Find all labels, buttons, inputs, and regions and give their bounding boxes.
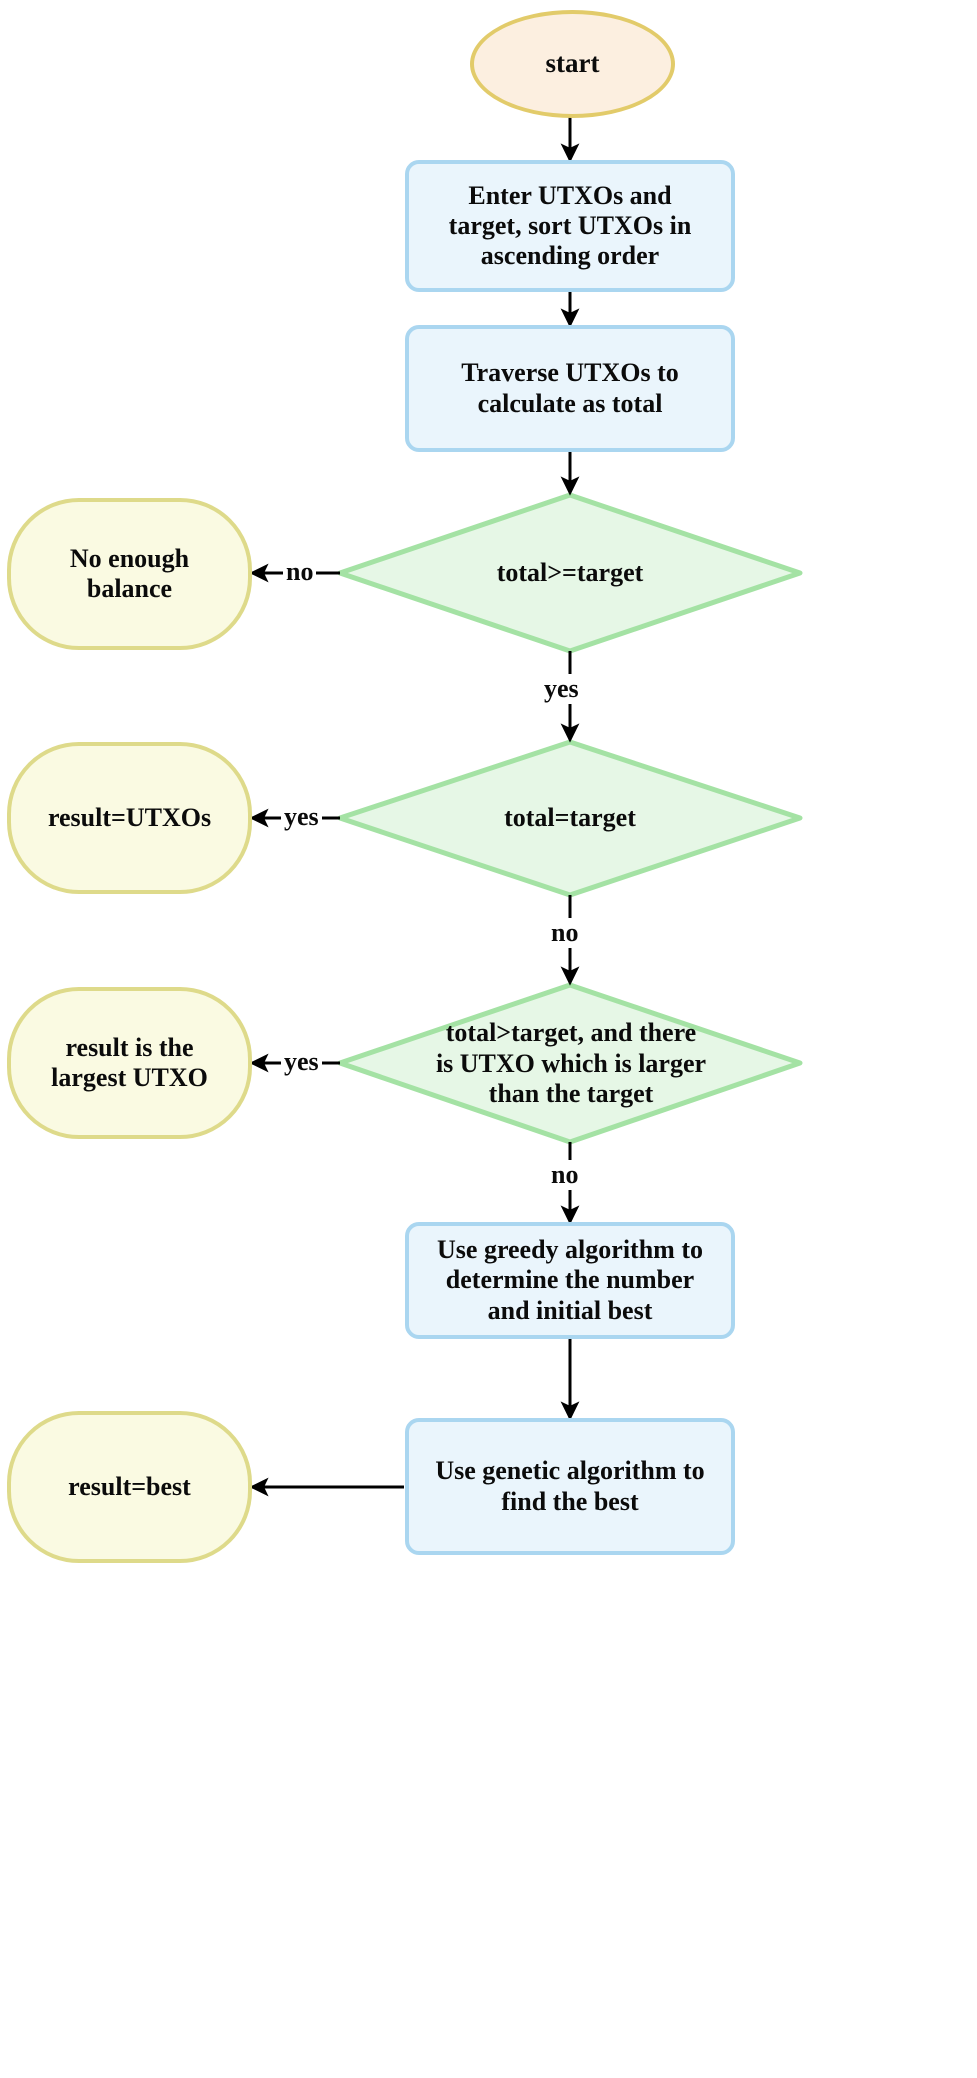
node-largestutxo-line2: largest UTXO xyxy=(51,1063,208,1092)
decision-d2-label: total=target xyxy=(504,802,636,832)
edge-label-d2-no: no xyxy=(548,918,582,948)
node-traverse-line1: Traverse UTXOs to xyxy=(461,358,679,388)
decision-d3-line3: than the target xyxy=(488,1079,654,1109)
node-enter-line1: Enter UTXOs and xyxy=(468,180,672,210)
node-enter-line3: ascending order xyxy=(480,241,660,271)
node-traverse-utxos[interactable]: Traverse UTXOs to calculate as total xyxy=(405,325,735,452)
node-greedy-line2: determine the number xyxy=(445,1265,695,1295)
edge-label-d1-no: no xyxy=(283,557,317,587)
node-traverse-line2: calculate as total xyxy=(477,388,663,418)
node-decision-total-ge-target[interactable]: total>=target xyxy=(420,548,720,598)
node-greedy-line3: and initial best xyxy=(487,1295,653,1325)
node-greedy-algorithm[interactable]: Use greedy algorithm to determine the nu… xyxy=(405,1222,735,1339)
decision-d3-line1: total>target, and there xyxy=(445,1017,697,1047)
node-start[interactable]: start xyxy=(470,10,675,118)
node-start-label: start xyxy=(545,48,600,79)
decision-d1-label: total>=target xyxy=(496,557,644,587)
edge-label-d2-yes: yes xyxy=(281,802,322,832)
decision-d3-line2: is UTXO which is larger xyxy=(435,1048,707,1078)
node-resultbest-label: result=best xyxy=(68,1471,191,1501)
node-decision-total-eq-target[interactable]: total=target xyxy=(420,793,720,843)
node-noenough-line1: No enough xyxy=(69,543,190,573)
node-no-enough-balance[interactable]: No enough balance xyxy=(7,498,252,650)
edge-label-d1-yes: yes xyxy=(541,674,582,704)
node-decision-total-gt-target[interactable]: total>target, and there is UTXO which is… xyxy=(415,1008,727,1120)
node-result-best[interactable]: result=best xyxy=(7,1411,252,1563)
node-genetic-line2: find the best xyxy=(501,1486,639,1516)
node-genetic-line1: Use genetic algorithm to xyxy=(435,1456,705,1486)
node-resultutxos-label: result=UTXOs xyxy=(47,802,212,832)
node-enter-line2: target, sort UTXOs in xyxy=(448,210,692,240)
node-largest-utxo[interactable]: result is the largest UTXO xyxy=(7,987,252,1139)
node-enter-utxos[interactable]: Enter UTXOs and target, sort UTXOs in as… xyxy=(405,160,735,292)
node-result-utxos[interactable]: result=UTXOs xyxy=(7,742,252,894)
edge-label-d3-no: no xyxy=(548,1160,582,1190)
node-genetic-algorithm[interactable]: Use genetic algorithm to find the best xyxy=(405,1418,735,1555)
node-greedy-line1: Use greedy algorithm to xyxy=(437,1235,703,1265)
edge-label-d3-yes: yes xyxy=(281,1047,322,1077)
node-noenough-line2: balance xyxy=(86,574,173,603)
node-largestutxo-line1: result is the xyxy=(65,1032,194,1062)
